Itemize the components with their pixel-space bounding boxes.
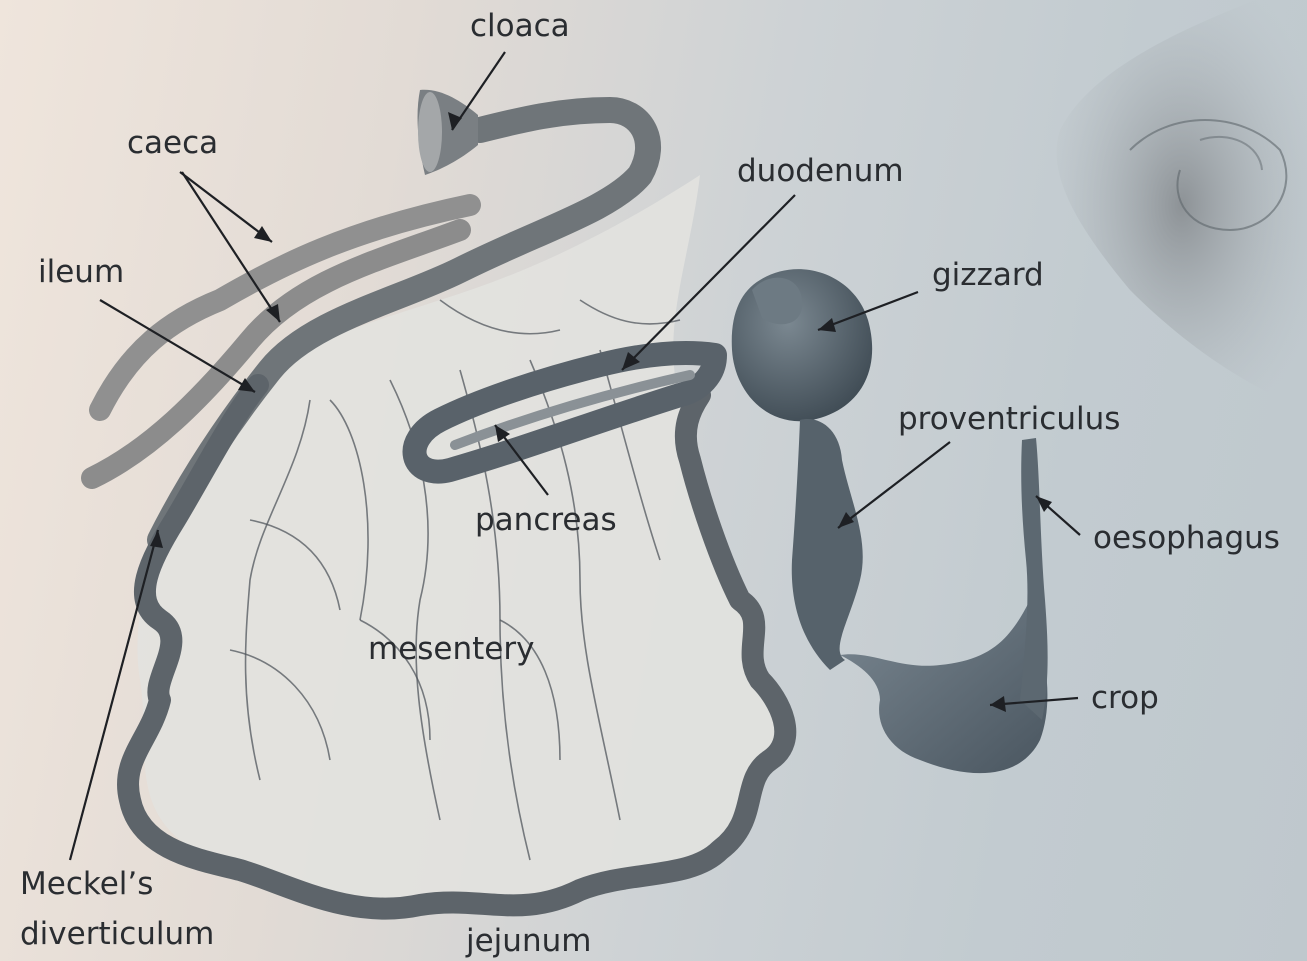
gizzard-organ [732,269,872,421]
label-meckels-line1: Meckel’s [20,866,153,902]
oesophagus-organ [1020,438,1048,720]
label-ileum: ileum [38,254,124,290]
label-crop: crop [1091,680,1159,716]
label-pancreas: pancreas [475,502,617,538]
label-cloaca: cloaca [470,8,570,44]
label-gizzard: gizzard [932,257,1044,293]
label-caeca: caeca [127,125,218,161]
bird-head-sketch [1056,0,1307,410]
proventriculus-organ [792,419,863,670]
leader-caeca-upper [180,172,272,242]
arrow-caeca-upper [254,226,272,242]
label-oesophagus: oesophagus [1093,520,1280,556]
label-mesentery: mesentery [368,631,534,667]
label-proventriculus: proventriculus [898,401,1120,437]
label-duodenum: duodenum [737,153,904,189]
crop-organ [840,600,1047,773]
leader-proventriculus [838,442,950,528]
cloaca-funnel [418,90,478,175]
label-meckels-line2: diverticulum [20,916,214,952]
label-jejunum: jejunum [465,923,591,959]
